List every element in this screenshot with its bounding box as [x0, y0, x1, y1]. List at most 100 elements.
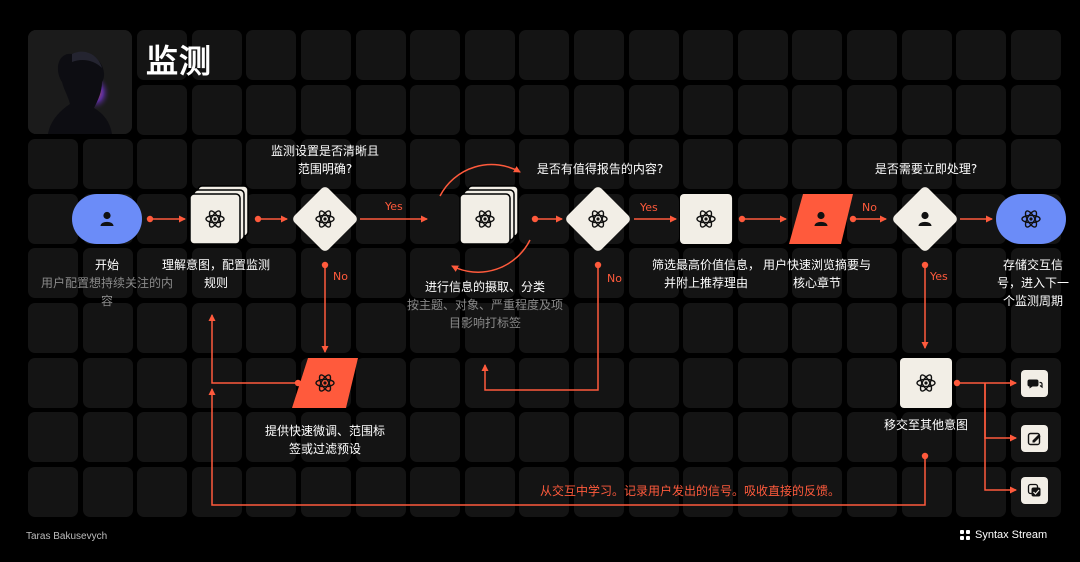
- grid-cell: [737, 84, 788, 135]
- understand-node: [189, 185, 249, 245]
- grid-cell: [410, 248, 461, 299]
- grid-cell: [246, 466, 297, 517]
- grid-cell: [1010, 84, 1061, 135]
- grid-cell: [683, 248, 734, 299]
- grid-cell: [737, 303, 788, 353]
- grid-cell: [519, 139, 570, 190]
- page-title: 监测: [146, 42, 213, 80]
- grid-cell: [464, 248, 515, 299]
- grid-cell: [901, 139, 952, 190]
- grid-cell: [410, 30, 461, 80]
- grid-cell: [137, 139, 188, 190]
- grid-cell: [792, 303, 843, 353]
- grid-cell: [301, 466, 351, 517]
- grid-cell: [82, 303, 133, 353]
- grid-cell: [82, 248, 133, 299]
- start-node: [72, 194, 142, 244]
- grid-cell: [355, 139, 406, 190]
- fine-tune-label: 提供快速微调、范围标签或过滤预设: [264, 424, 385, 456]
- grid-cell: [410, 466, 461, 517]
- q3-question: 是否需要立即处理?: [874, 162, 978, 176]
- extract-node: [459, 185, 519, 245]
- grid-cell: [574, 303, 624, 353]
- grid-cell: [246, 303, 297, 353]
- fine-tune-node: [292, 358, 358, 408]
- grid-cell: [574, 139, 624, 190]
- grid-cell: [355, 84, 406, 135]
- grid-cell: [82, 412, 133, 463]
- grid-cell: [792, 84, 843, 135]
- grid-cell: [847, 303, 897, 353]
- grid-cell: [956, 466, 1007, 517]
- grid-cell: [519, 412, 570, 463]
- grid-cell: [847, 412, 897, 463]
- grid-cell: [191, 30, 242, 80]
- grid-cell: [847, 357, 897, 408]
- grid-cell: [464, 30, 515, 80]
- grid-cell: [847, 466, 897, 517]
- grid-cell: [301, 30, 351, 80]
- edge-finetune-understand: [208, 314, 298, 384]
- grid-cell: [683, 412, 734, 463]
- grid-cell: [901, 466, 952, 517]
- grid-cell: [137, 248, 188, 299]
- grid-cell: [191, 139, 242, 190]
- copy-check-target: [1021, 477, 1048, 504]
- grid-cell: [137, 357, 188, 408]
- start-title: 开始: [94, 258, 119, 272]
- understand-label: 理解意图，配置监测规则: [161, 258, 270, 290]
- grid-cell: [847, 84, 897, 135]
- grid-cell: [901, 30, 952, 80]
- browse-label: 用户快速浏览摘要与核心章节: [762, 258, 871, 290]
- browse-node: [789, 194, 853, 244]
- grid-cell: [355, 303, 406, 353]
- grid-cell: [574, 357, 624, 408]
- grid-cell: [28, 193, 78, 244]
- grid-cell: [137, 30, 188, 80]
- grid-cell: [683, 303, 734, 353]
- edge-handoff-copy: [984, 383, 1017, 494]
- q1-no-label: No: [333, 270, 348, 283]
- grid-cell: [191, 248, 242, 299]
- grid-cell: [628, 139, 679, 190]
- grid-cell: [464, 412, 515, 463]
- grid-cell: [901, 248, 952, 299]
- q2-yes-label: Yes: [640, 201, 658, 214]
- grid-cell: [246, 139, 297, 190]
- grid-cell: [191, 412, 242, 463]
- grid-cell: [82, 139, 133, 190]
- grid-cell: [301, 303, 351, 353]
- grid-cell: [628, 357, 679, 408]
- grid-cell: [464, 303, 515, 353]
- grid-cell: [792, 139, 843, 190]
- grid-cell: [956, 412, 1007, 463]
- q2-no-label: No: [607, 272, 622, 285]
- grid-cell: [355, 30, 406, 80]
- handoff-label: 移交至其他意图: [883, 418, 968, 432]
- feedback-note: 从交互中学习。记录用户发出的信号。吸收直接的反馈。: [540, 484, 841, 498]
- chat-target: [1021, 370, 1048, 397]
- grid-cell: [191, 84, 242, 135]
- store-node: [996, 194, 1066, 244]
- q3-yes-label: Yes: [930, 270, 948, 283]
- filter-node: [680, 194, 732, 244]
- grid-cell: [246, 84, 297, 135]
- grid-cell: [464, 466, 515, 517]
- cycle-arc-top: [439, 163, 521, 197]
- start-subtitle: 用户配置想持续关注的内容: [40, 276, 173, 308]
- grid-cell: [1010, 139, 1061, 190]
- grid-cell: [628, 303, 679, 353]
- grid-cell: [956, 139, 1007, 190]
- grid-cell: [574, 248, 624, 299]
- grid-cell: [464, 357, 515, 408]
- grid-cell: [519, 357, 570, 408]
- grid-cell: [901, 84, 952, 135]
- grid-cell: [956, 30, 1007, 80]
- grid-cell: [956, 84, 1007, 135]
- grid-cell: [1010, 30, 1061, 80]
- grid-cell: [683, 139, 734, 190]
- grid-cell: [301, 248, 351, 299]
- grid-cell: [519, 248, 570, 299]
- grid-cell: [410, 303, 461, 353]
- grid-cell: [246, 30, 297, 80]
